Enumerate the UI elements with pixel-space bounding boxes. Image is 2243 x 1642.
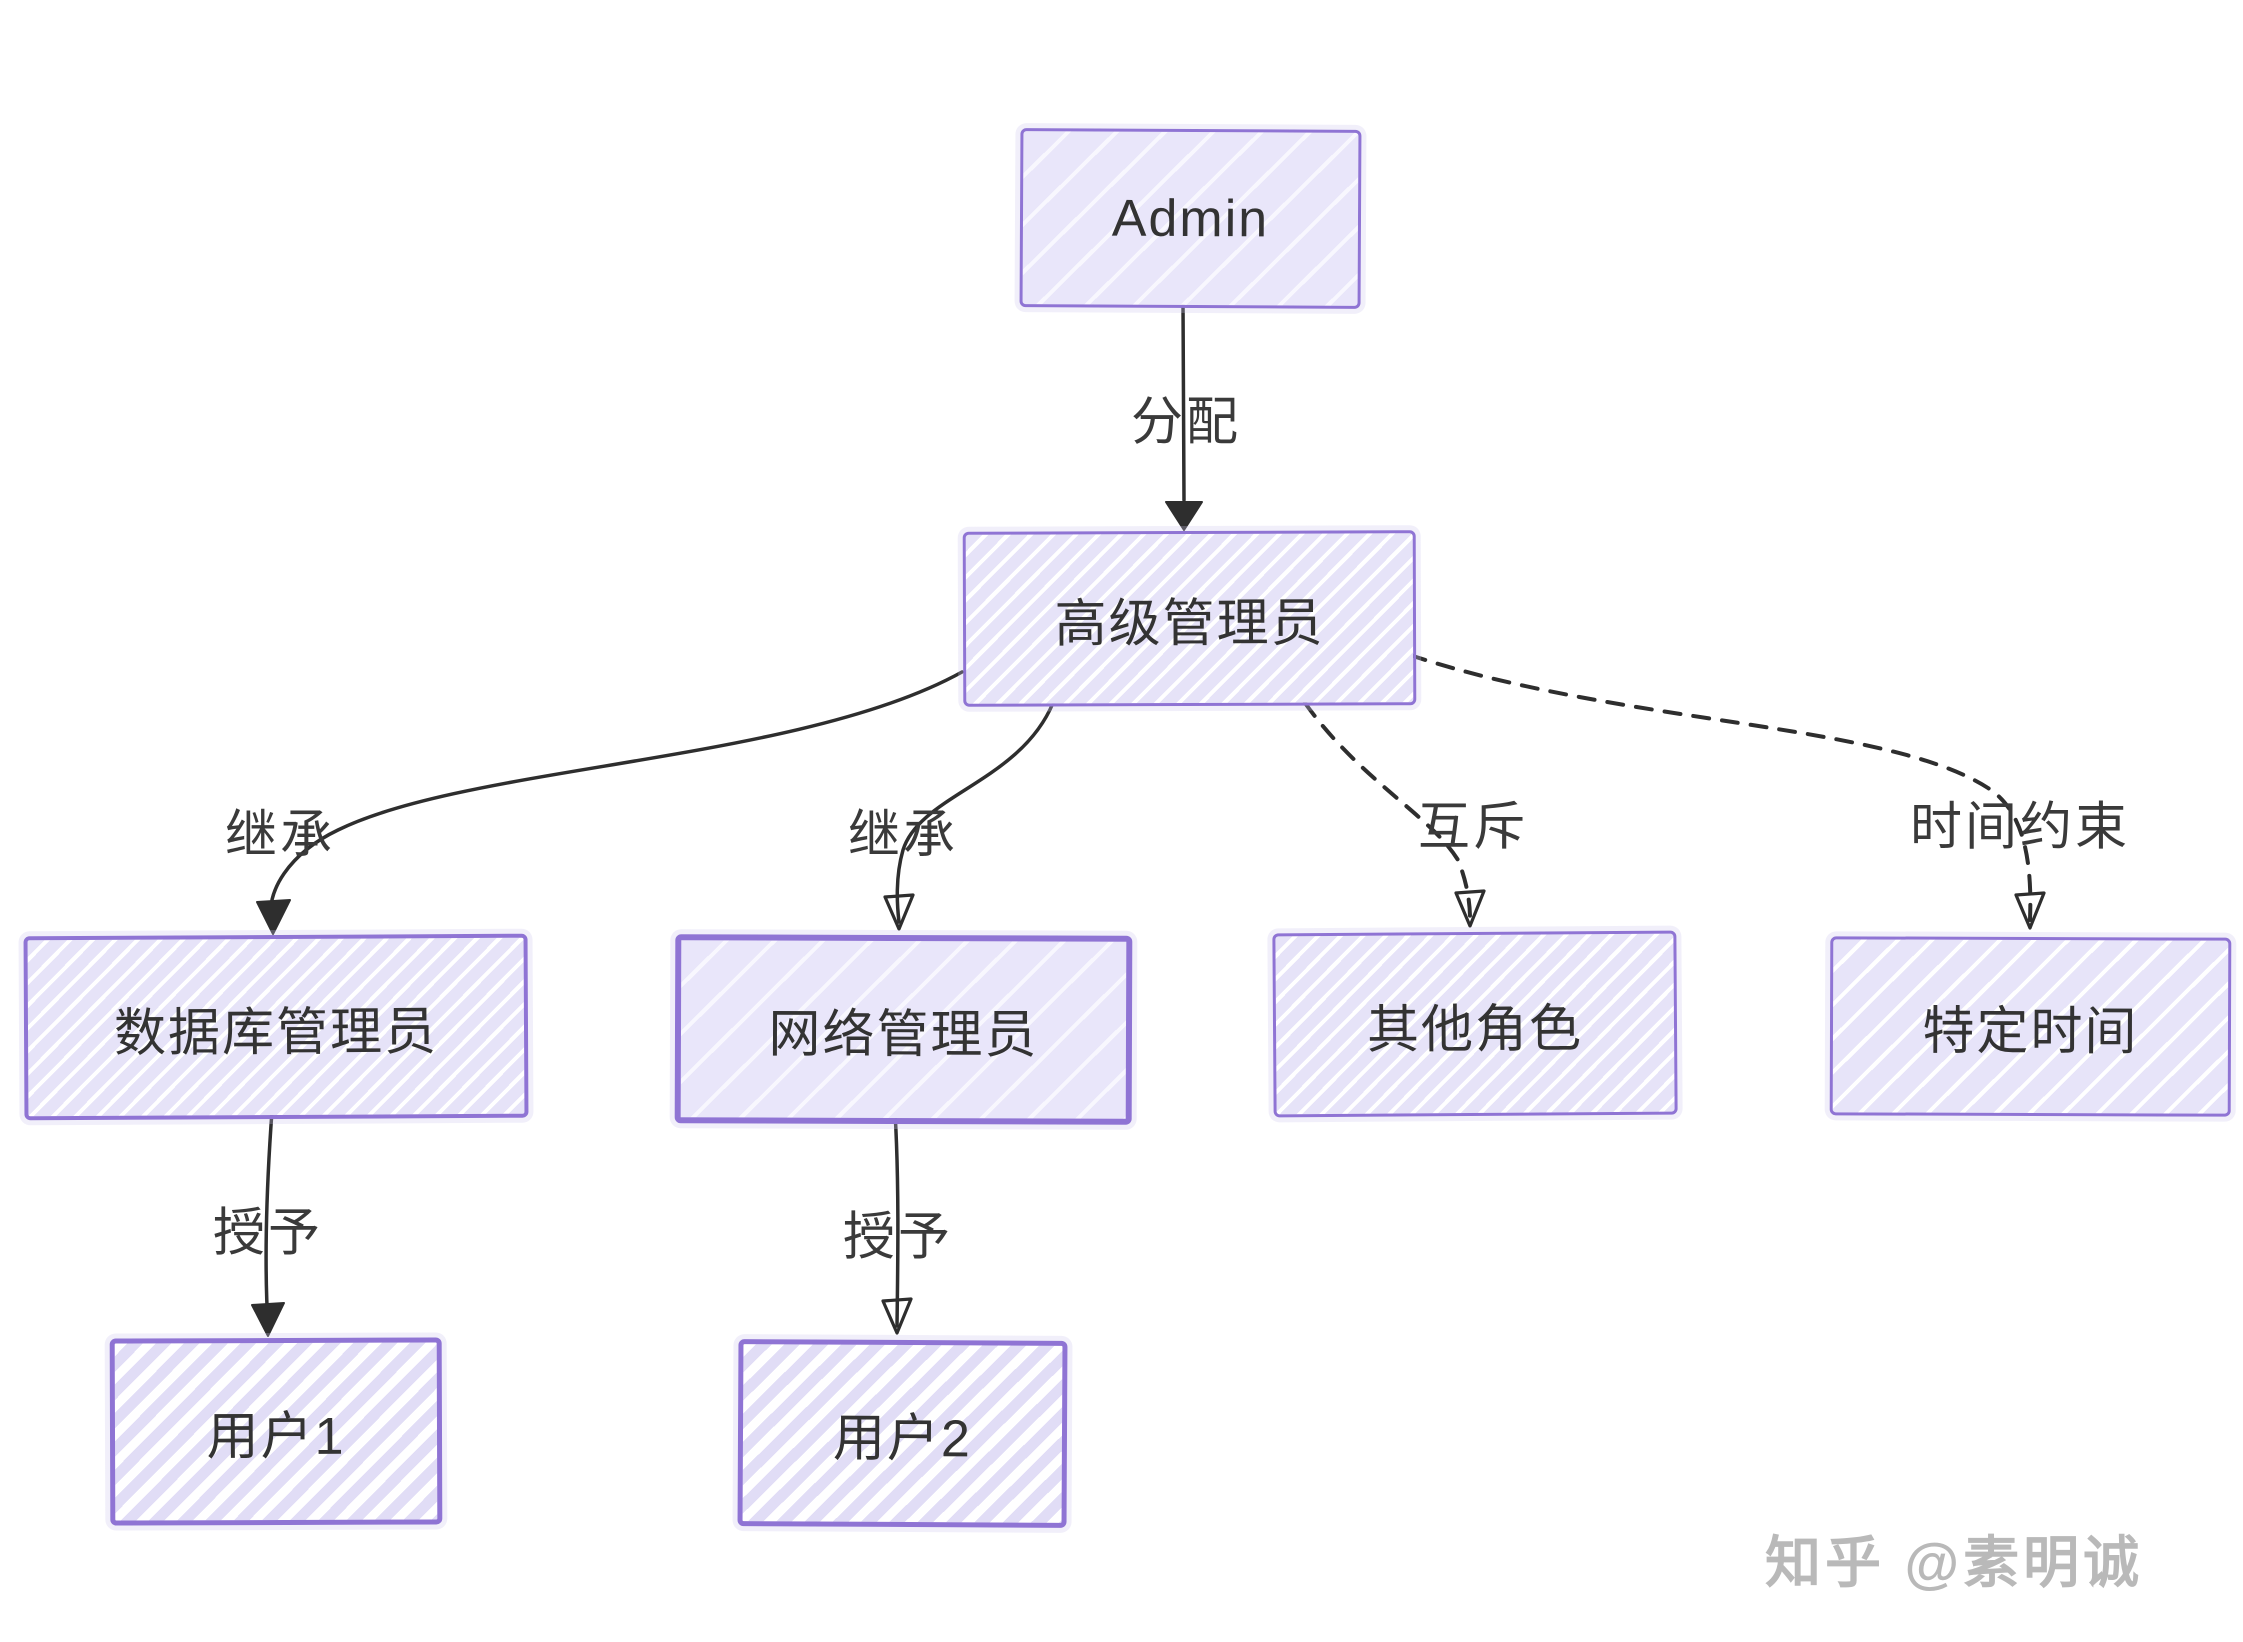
edge-label-assign: 分配 — [1130, 393, 1242, 452]
edge-label-grant-user1: 授予 — [212, 1204, 324, 1263]
node-specific-time-label: 特定时间 — [1922, 1002, 2139, 1062]
node-senior-admin-label: 高级管理员 — [1054, 594, 1325, 654]
node-other-roles: 其他角色 — [1272, 930, 1678, 1118]
node-senior-admin: 高级管理员 — [962, 530, 1417, 707]
watermark: 知乎 @素明诚 — [1765, 1531, 2144, 1594]
node-specific-time: 特定时间 — [1829, 936, 2232, 1117]
edge-grant-user1-arrowhead — [251, 1302, 285, 1337]
node-user2: 用户2 — [737, 1339, 1068, 1528]
edge-inherit-db-arrowhead — [256, 899, 291, 935]
edge-mutex-arrowhead — [1454, 889, 1486, 928]
node-network-admin: 网络管理员 — [674, 934, 1133, 1125]
edge-label-inherit-network: 继承 — [847, 806, 959, 865]
node-admin: Admin — [1019, 128, 1362, 309]
edge-label-mutex: 互斥 — [1417, 798, 1529, 857]
edge-label-time-constraint: 时间约束 — [1909, 798, 2131, 857]
node-db-admin-label: 数据库管理员 — [113, 1002, 439, 1063]
node-db-admin: 数据库管理员 — [23, 933, 529, 1121]
edge-time-arrowhead — [2014, 891, 2046, 930]
node-user2-label: 用户2 — [832, 1409, 973, 1469]
node-other-roles-label: 其他角色 — [1366, 999, 1584, 1060]
edge-label-grant-user2: 授予 — [842, 1208, 954, 1267]
node-user1: 用户1 — [109, 1337, 443, 1526]
node-network-admin-label: 网络管理员 — [768, 1005, 1039, 1065]
edge-label-inherit-db: 继承 — [224, 806, 336, 865]
edge-inherit-network-arrowhead — [883, 893, 915, 931]
node-admin-label: Admin — [1111, 189, 1270, 248]
edge-assign-arrowhead — [1165, 501, 1203, 531]
edge-grant-user2-arrowhead — [881, 1297, 913, 1335]
node-user1-label: 用户1 — [206, 1407, 346, 1467]
